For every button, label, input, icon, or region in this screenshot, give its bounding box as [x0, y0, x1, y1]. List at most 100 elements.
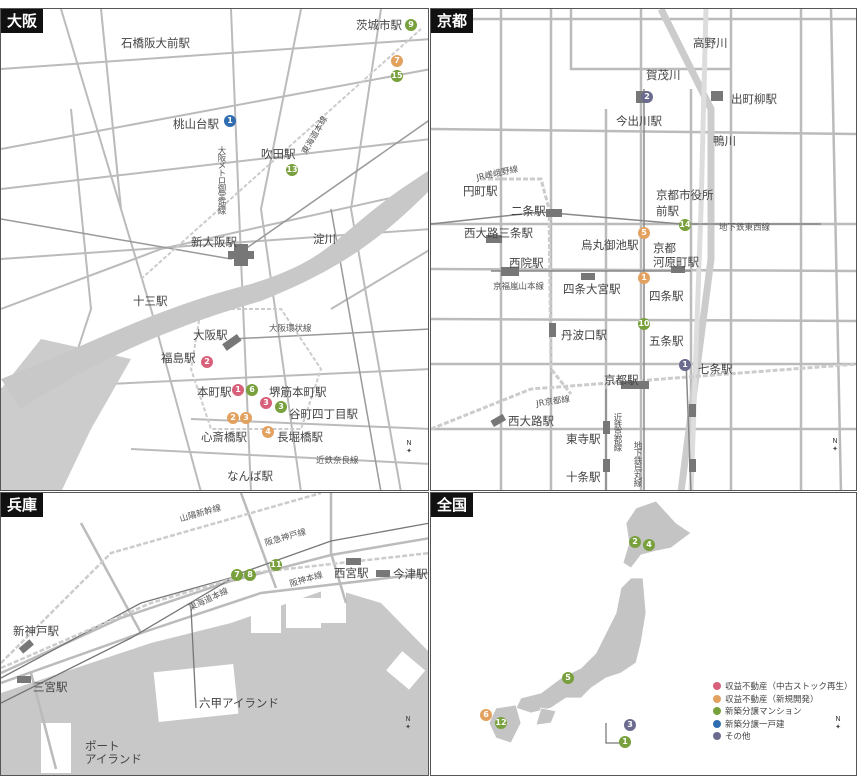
- station-label: 西宮駅: [334, 566, 369, 580]
- station-label: 河原町駅: [653, 255, 699, 269]
- line-label: 地下鉄烏丸線: [632, 441, 642, 486]
- kyoto-map-panel[interactable]: 京都 高野川 賀茂川 今出川駅 出町柳駅 鴨川 JR嵯峨野線 円町駅 二条駅 京…: [430, 8, 857, 491]
- property-marker[interactable]: 9: [405, 19, 417, 31]
- property-marker[interactable]: 13: [286, 164, 298, 176]
- station-label: 本町駅: [197, 385, 232, 399]
- legend-item: 新築分譲マンション: [713, 705, 853, 718]
- station-label: 西大路駅: [508, 414, 554, 428]
- property-marker[interactable]: 3: [260, 397, 272, 409]
- property-marker[interactable]: 4: [262, 426, 274, 438]
- station-label: 今出川駅: [616, 114, 662, 128]
- station-label: 出町柳駅: [731, 92, 777, 106]
- station-label: 新大阪駅: [191, 235, 237, 249]
- japan-silhouette: [488, 500, 692, 744]
- north-compass-icon: N✦: [832, 437, 838, 453]
- place-label: 六甲アイランド: [199, 696, 279, 710]
- river-label: 鴨川: [713, 134, 736, 148]
- station-label: 京都: [653, 241, 676, 255]
- property-marker[interactable]: 8: [244, 569, 256, 581]
- station-label: 四条大宮駅: [563, 282, 621, 296]
- osaka-road-network: [1, 9, 428, 490]
- line-label: 大阪環状線: [269, 324, 312, 334]
- hyogo-map-panel[interactable]: 兵庫 山陽新幹線 阪急神戸線 東海道本線 阪神本線 西宮駅 今津駅 新神戸駅 三…: [0, 492, 429, 776]
- station-label: 四条駅: [649, 289, 684, 303]
- property-marker[interactable]: 2: [227, 412, 239, 424]
- station-label: 丹波口駅: [561, 328, 607, 342]
- category-legend: 収益不動産（中古ストック再生） 収益不動産（新規開発） 新築分譲マンション 新築…: [713, 680, 853, 743]
- property-marker[interactable]: 15: [391, 70, 403, 82]
- station-label: 七条駅: [698, 362, 733, 376]
- property-marker[interactable]: 1: [679, 359, 691, 371]
- station-label: 西大路三条駅: [464, 226, 533, 240]
- station-label: 桃山台駅: [173, 117, 219, 131]
- property-marker[interactable]: 7: [231, 569, 243, 581]
- station-label: 大阪駅: [193, 328, 228, 342]
- station-label: 今津駅: [393, 567, 428, 581]
- property-marker[interactable]: 6: [246, 384, 258, 396]
- property-marker[interactable]: 1: [224, 115, 236, 127]
- property-marker[interactable]: 3: [275, 401, 287, 413]
- kyoto-road-network: [431, 9, 856, 490]
- property-marker[interactable]: 11: [270, 559, 282, 571]
- property-marker[interactable]: 12: [495, 717, 507, 729]
- property-marker[interactable]: 10: [638, 318, 650, 330]
- station-label: 茨城市駅: [356, 18, 402, 32]
- property-marker[interactable]: 2: [629, 536, 641, 548]
- line-label: 京福嵐山本線: [493, 282, 545, 292]
- station-label: 堺筋本町駅: [269, 385, 327, 399]
- property-marker[interactable]: 1: [232, 384, 244, 396]
- station-label: なんば駅: [227, 469, 273, 483]
- line-label: 近鉄奈良線: [316, 456, 359, 466]
- place-label: ポート: [85, 739, 120, 753]
- station-label: 心斎橋駅: [201, 430, 247, 444]
- station-label: 西院駅: [509, 256, 544, 270]
- river-label: 高野川: [693, 36, 728, 50]
- line-label: 近鉄京都線: [612, 413, 622, 451]
- station-label: 烏丸御池駅: [581, 238, 639, 252]
- japan-title: 全国: [431, 493, 474, 517]
- station-label: 福島駅: [161, 351, 196, 365]
- property-marker[interactable]: 5: [562, 672, 574, 684]
- osaka-title: 大阪: [1, 9, 44, 33]
- property-marker[interactable]: 14: [679, 219, 691, 231]
- station-label: 新神戸駅: [13, 624, 59, 638]
- station-label: 二条駅: [511, 204, 546, 218]
- legend-item: 新築分譲一戸建: [713, 718, 853, 731]
- property-marker[interactable]: 3: [240, 412, 252, 424]
- station-label: 京都市役所: [656, 188, 714, 202]
- line-label: 地下鉄東西線: [719, 223, 771, 233]
- property-marker[interactable]: 6: [480, 709, 492, 721]
- north-compass-icon: N✦: [406, 439, 412, 455]
- hyogo-road-network: [1, 493, 428, 775]
- station-label: 三宮駅: [33, 680, 68, 694]
- station-label: 五条駅: [649, 334, 684, 348]
- legend-item: 収益不動産（中古ストック再生）: [713, 680, 853, 693]
- station-label: 京都駅: [604, 373, 639, 387]
- property-marker[interactable]: 2: [641, 91, 653, 103]
- station-label: 吹田駅: [261, 147, 296, 161]
- station-label: 円町駅: [463, 184, 498, 198]
- property-marker[interactable]: 1: [619, 736, 631, 748]
- japan-map-panel[interactable]: 全国 2 4 5 6 12 3 1 N✦: [430, 492, 857, 776]
- station-label: 石橋阪大前駅: [121, 36, 190, 50]
- property-marker[interactable]: 7: [391, 55, 403, 67]
- property-marker[interactable]: 2: [201, 356, 213, 368]
- hyogo-title: 兵庫: [1, 493, 44, 517]
- blue-dot-icon: [713, 719, 721, 728]
- river-label: 淀川: [313, 232, 336, 246]
- legend-item: その他: [713, 730, 853, 743]
- station-label: 東寺駅: [566, 432, 601, 446]
- river-label: 賀茂川: [646, 68, 681, 82]
- station-label: 前駅: [656, 204, 679, 218]
- purple-dot-icon: [713, 732, 721, 741]
- property-marker[interactable]: 4: [643, 539, 655, 551]
- place-label: アイランド: [85, 752, 142, 766]
- property-marker[interactable]: 5: [638, 227, 650, 239]
- property-marker[interactable]: 3: [624, 719, 636, 731]
- osaka-map-panel[interactable]: 大阪 石橋阪大前駅 茨城市駅 桃山台駅 大阪メトロ御堂筋線 吹田駅 東海道本線 …: [0, 8, 429, 491]
- north-compass-icon: N✦: [835, 715, 841, 731]
- station-label: 長堀橋駅: [277, 430, 323, 444]
- green-dot-icon: [713, 707, 721, 716]
- red-dot-icon: [713, 682, 721, 691]
- property-marker[interactable]: 1: [638, 272, 650, 284]
